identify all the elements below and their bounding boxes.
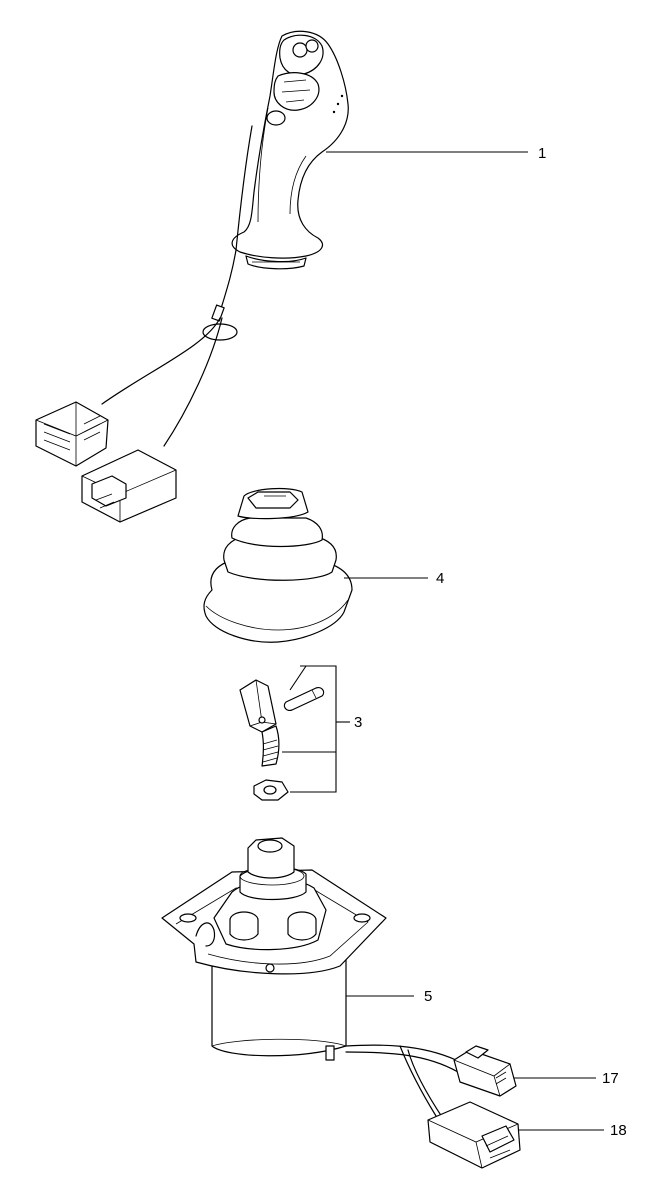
callout-4: 4 (436, 570, 444, 587)
part-1-connector-lower (81, 449, 177, 523)
callout-5: 5 (424, 988, 432, 1005)
part-1-joystick-handle (35, 30, 528, 523)
part-3-hardware-kit (239, 665, 350, 801)
part-18-connector-large (427, 1101, 604, 1169)
callout-18: 18 (610, 1122, 627, 1139)
part-5-joystick-base (161, 837, 459, 1121)
callout-17: 17 (602, 1070, 619, 1087)
callout-1: 1 (538, 145, 546, 162)
part-17-connector-small (453, 1045, 596, 1097)
part-4-rubber-boot (203, 487, 428, 643)
callout-3: 3 (354, 714, 362, 731)
part-1-connector-upper (35, 401, 109, 467)
